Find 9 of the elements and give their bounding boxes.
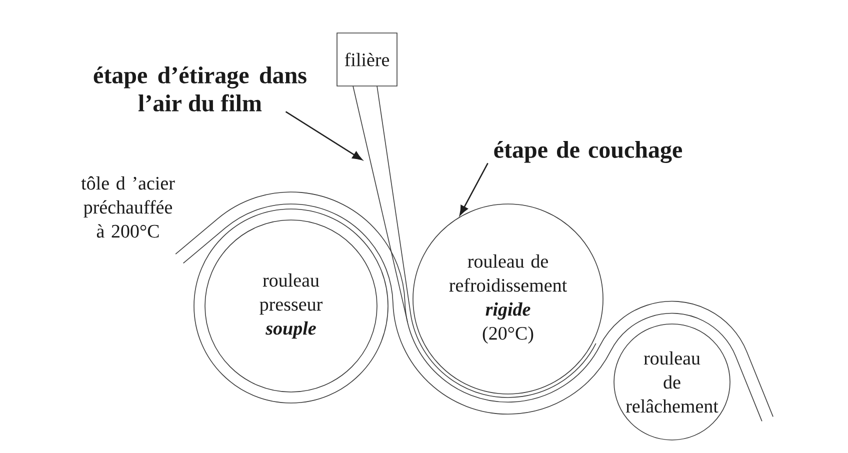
annotation-text: étape de couchage bbox=[494, 141, 682, 163]
die-box: filière bbox=[336, 32, 398, 86]
leader-arrow bbox=[460, 162, 488, 216]
leader-arrow bbox=[285, 111, 362, 160]
roller: rouleau presseur souple bbox=[194, 208, 388, 404]
roller: rouleau de relâchement bbox=[614, 324, 730, 440]
roller: rouleau de refroidissement rigide (20°C) bbox=[412, 204, 604, 394]
annotation-text: étape d’étirage dans l’air du film bbox=[94, 66, 306, 112]
annotation-text: tôle d ’acier préchauffée à 200°C bbox=[81, 176, 175, 238]
